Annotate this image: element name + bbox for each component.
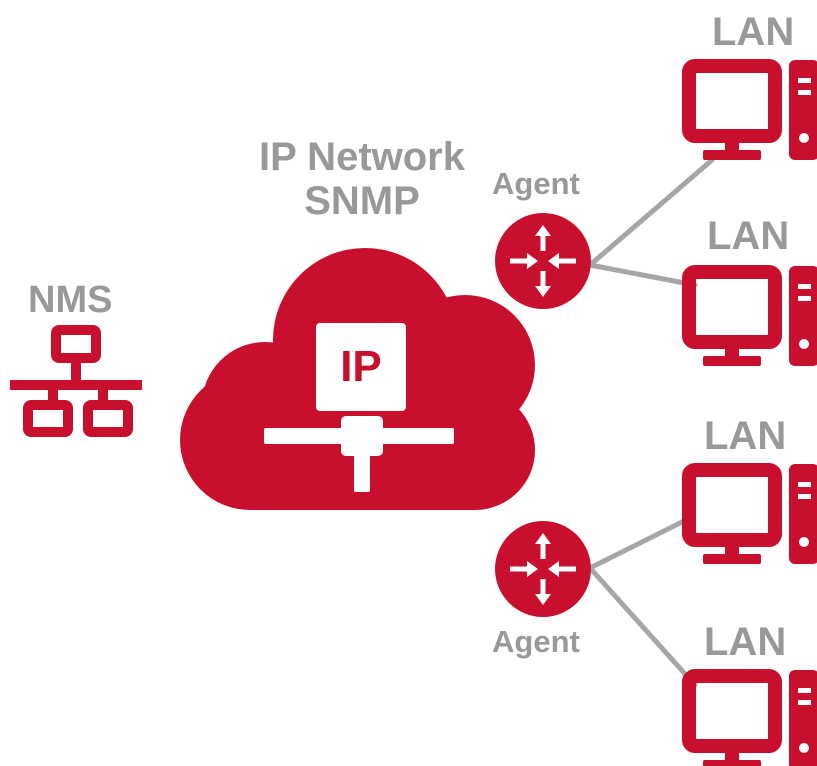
connections (587, 157, 715, 688)
desktop-computer-icon (682, 463, 817, 564)
lan-label: LAN (712, 10, 795, 54)
desktop-computer-icon (682, 669, 817, 766)
link-agent1-lan2 (587, 262, 698, 288)
desktop-computer-icon (682, 59, 817, 160)
network-title: IP Network SNMP (217, 135, 507, 223)
lan-label: LAN (704, 620, 787, 664)
ip-network-node-icon (264, 323, 454, 492)
link-agent1-lan1 (587, 157, 715, 268)
agent-label: Agent (492, 166, 580, 201)
network-title-line1: IP Network (259, 135, 465, 179)
link-agent2-lan4 (587, 565, 698, 688)
router-icon (495, 213, 591, 309)
network-hub (341, 416, 383, 456)
cloud-ip-label: IP (340, 342, 382, 391)
network-hierarchy-icon (10, 325, 142, 437)
agent-label: Agent (492, 624, 580, 659)
link-agent2-lan3 (587, 515, 693, 571)
nms-label: NMS (28, 279, 113, 321)
desktop-computer-icon (682, 265, 817, 366)
lan-label: LAN (707, 214, 790, 258)
router-icon (495, 521, 591, 617)
lan-label: LAN (704, 414, 787, 458)
ip-box (316, 323, 406, 411)
network-title-line2: SNMP (304, 179, 420, 223)
network-drop (354, 452, 370, 492)
